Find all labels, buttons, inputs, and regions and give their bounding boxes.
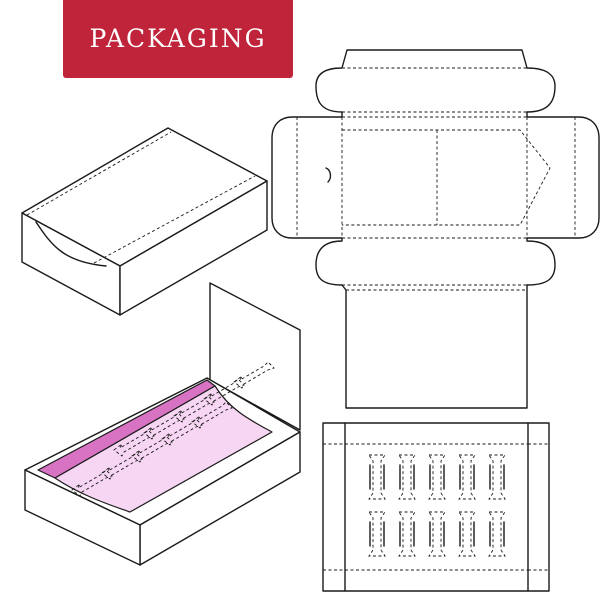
closed-box	[21, 127, 268, 316]
insert-slot	[458, 511, 476, 557]
open-box	[24, 282, 301, 566]
insert-slot-cut	[489, 464, 505, 490]
insert-slot-cut	[429, 464, 445, 490]
insert-slot	[458, 454, 476, 500]
insert-dieline-outline	[322, 422, 550, 592]
closed-box-fold-top	[26, 131, 172, 216]
insert-slot-cut	[459, 464, 475, 490]
tray-slot	[191, 401, 233, 429]
insert-slot	[488, 454, 506, 500]
insert-slot-cut	[489, 521, 505, 547]
title-banner: PACKAGING	[63, 0, 293, 78]
open-box-front	[24, 469, 141, 566]
insert-slots-flat	[368, 454, 506, 557]
insert-slot	[368, 454, 386, 500]
insert-slot-cut	[459, 521, 475, 547]
open-box-lid	[209, 282, 301, 431]
box-dieline-outline	[271, 49, 600, 409]
tray-slot	[101, 452, 143, 480]
insert-slot-cut	[369, 521, 385, 547]
tray-slot	[71, 469, 113, 497]
insert-slot-cut	[399, 521, 415, 547]
tray-slot	[233, 361, 275, 389]
box-dieline	[271, 49, 600, 409]
fold-line	[323, 443, 549, 571]
insert-slot	[428, 454, 446, 500]
banner-title: PACKAGING	[89, 24, 267, 53]
thumb-notch	[325, 167, 332, 183]
tray-slot	[143, 412, 185, 440]
tray-slot	[161, 418, 203, 446]
insert-slot-cut	[399, 464, 415, 490]
closed-box-side	[119, 180, 268, 316]
insert-slots-3d	[71, 361, 275, 497]
insert-slot	[398, 511, 416, 557]
insert-slot	[368, 511, 386, 557]
tray-slot	[113, 429, 155, 457]
insert-slot	[428, 511, 446, 557]
tray-slot	[203, 378, 245, 406]
insert-slot	[398, 454, 416, 500]
insert-dieline	[322, 422, 550, 592]
closed-box-flap-curve	[35, 221, 107, 267]
tray-slot	[173, 395, 215, 423]
tray-slot	[131, 435, 173, 463]
insert-tray	[54, 385, 273, 513]
insert-slot-cut	[369, 464, 385, 490]
insert-slot	[488, 511, 506, 557]
tuck-fold	[342, 129, 551, 226]
insert-slot-cut	[429, 521, 445, 547]
